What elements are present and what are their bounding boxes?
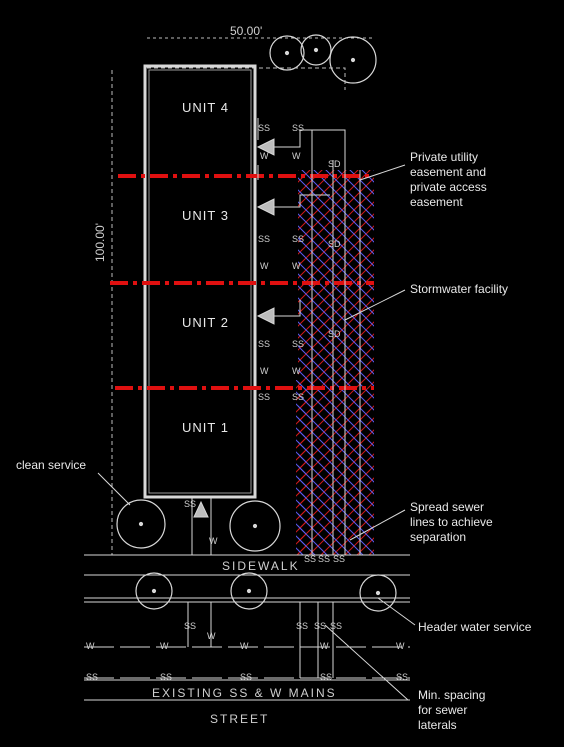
ss-label: SS — [304, 554, 317, 564]
length-dimension: 100.00' — [93, 223, 107, 262]
ss-label: SS — [240, 672, 253, 682]
ss-label: SS — [86, 672, 99, 682]
ss-label: SS — [318, 554, 331, 564]
spread-sewer-callout: Spread sewer lines to achieve separation — [410, 500, 493, 544]
sd-label: SD — [328, 329, 341, 339]
ss-label: SS — [292, 339, 305, 349]
ss-label: SS — [184, 621, 197, 631]
callout-leaders — [97, 164, 416, 701]
w-label: W — [260, 151, 269, 161]
unit-3-label: UNIT 3 — [182, 208, 229, 223]
ss-label: SS — [333, 554, 346, 564]
service-lines — [257, 118, 346, 317]
ss-label: SS — [292, 392, 305, 402]
ss-label: SS — [292, 234, 305, 244]
utility-lines — [191, 130, 361, 555]
ss-label: SS — [396, 672, 409, 682]
w-label: W — [86, 641, 95, 651]
ss-label: SS — [258, 392, 271, 402]
easement-hatch-lower — [296, 380, 306, 555]
sidewalk-label: SIDEWALK — [222, 559, 300, 573]
easement-callout: Private utility easement and private acc… — [410, 150, 487, 209]
ss-label: SS — [258, 123, 271, 133]
w-label: W — [396, 641, 405, 651]
w-label: W — [292, 151, 301, 161]
street-label: STREET — [210, 712, 270, 726]
clean-service-callout: clean service — [16, 458, 87, 472]
sidewalk-lines — [84, 554, 410, 701]
lot-boundary — [111, 67, 346, 555]
w-label: W — [260, 366, 269, 376]
w-label: W — [209, 536, 218, 546]
ss-label: SS — [320, 672, 333, 682]
min-spacing-callout: Min. spacing for sewer laterals — [418, 688, 486, 732]
stormwater-callout: Stormwater facility — [410, 282, 509, 296]
header-water-callout: Header water service — [418, 620, 532, 634]
trees-top — [269, 34, 377, 84]
ss-label: SS — [184, 499, 197, 509]
unit-division-lines — [110, 174, 374, 390]
mains-label: EXISTING SS & W MAINS — [152, 686, 337, 700]
w-label: W — [292, 261, 301, 271]
unit-1-label: UNIT 1 — [182, 420, 229, 435]
ss-label: SS — [292, 123, 305, 133]
w-label: W — [292, 366, 301, 376]
w-label: W — [320, 641, 329, 651]
unit-2-label: UNIT 2 — [182, 315, 229, 330]
sd-label: SD — [328, 239, 341, 249]
w-label: W — [240, 641, 249, 651]
w-label: W — [260, 261, 269, 271]
sd-label: SD — [328, 159, 341, 169]
ss-label: SS — [160, 672, 173, 682]
ss-label: SS — [258, 339, 271, 349]
easement-hatch — [298, 170, 374, 555]
unit-4-label: UNIT 4 — [182, 100, 229, 115]
ss-label: SS — [314, 621, 327, 631]
trees-frontyard — [116, 499, 281, 552]
w-label: W — [207, 631, 216, 641]
width-dimension: 50.00' — [230, 24, 263, 38]
street-trees — [135, 572, 397, 612]
w-label: W — [160, 641, 169, 651]
mains-lines — [84, 602, 410, 679]
ss-label: SS — [330, 621, 343, 631]
ss-label: SS — [258, 234, 271, 244]
ss-label: SS — [296, 621, 309, 631]
